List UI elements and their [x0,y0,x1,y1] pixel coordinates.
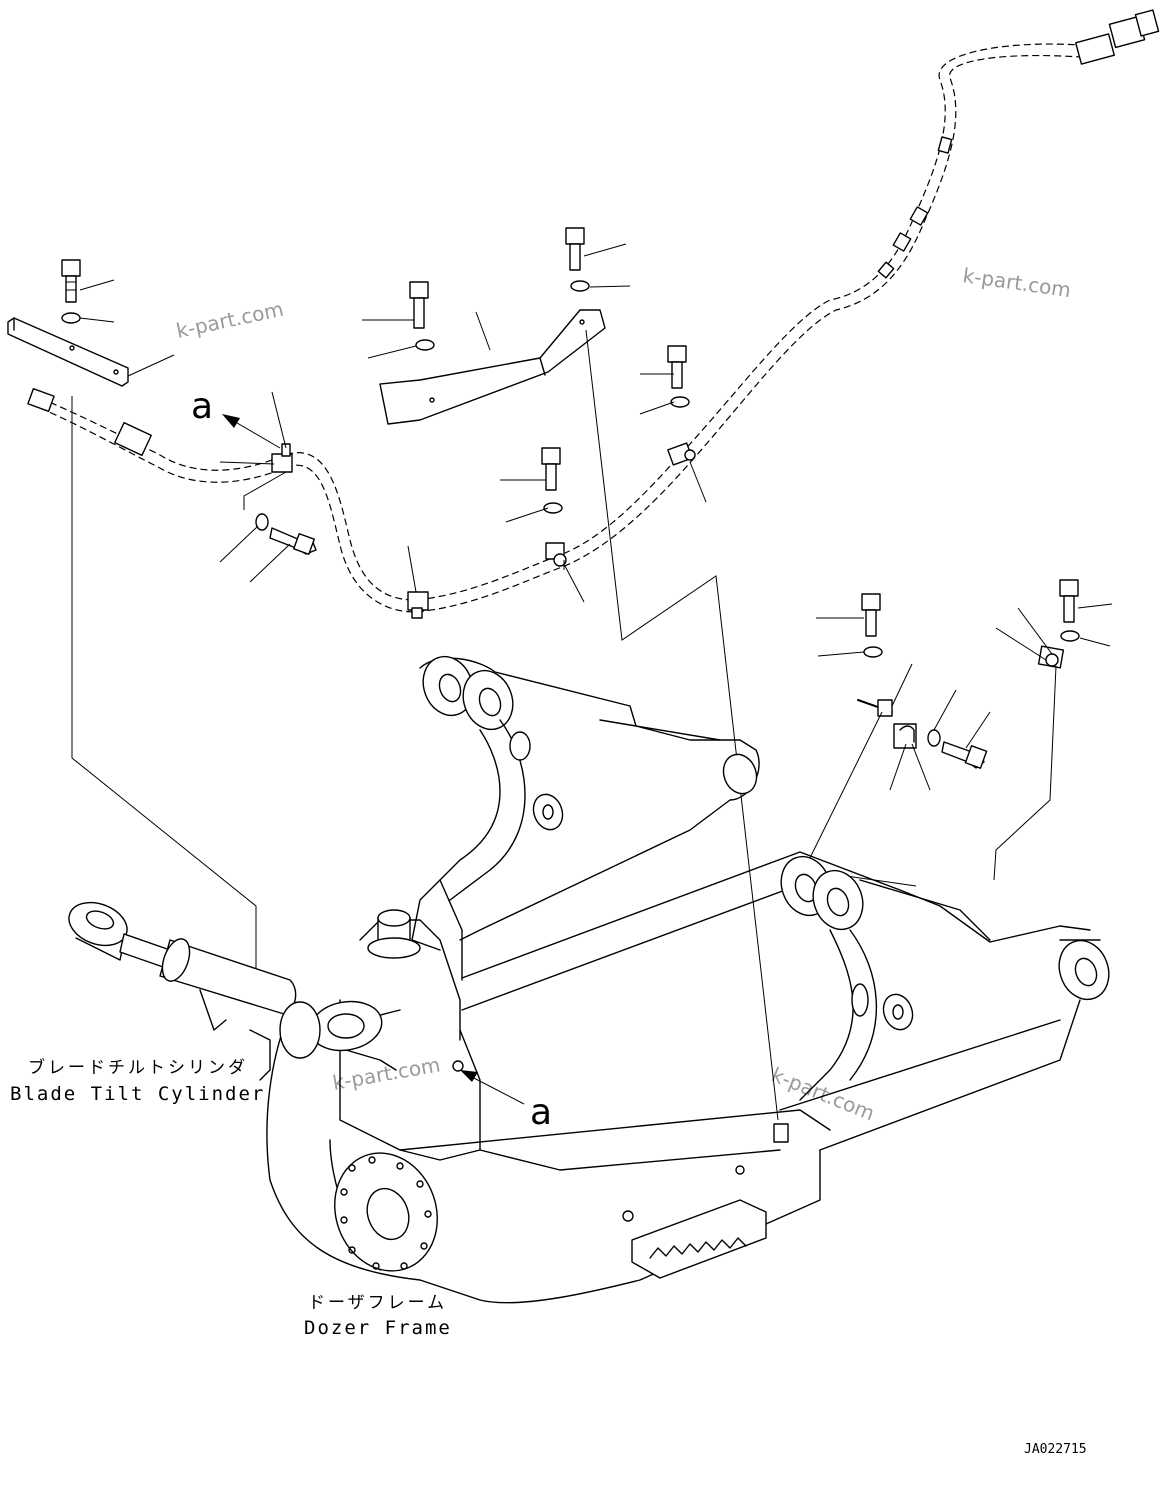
washer-center-2 [571,281,589,291]
hose-clamp-1 [272,444,292,472]
bolt-center-2 [566,228,584,270]
washer-left-top [62,313,80,323]
washer-clamp-4 [671,397,689,407]
watermark-2: k-part.com [961,263,1072,302]
drawing-code: JA022715 [1024,1442,1087,1457]
ref-a-lower-label: a [530,1092,552,1133]
bolt-right-2 [942,742,987,768]
bolt-right-1 [862,594,880,636]
dozer-frame-label-jp: ドーザフレーム [308,1293,447,1313]
washer-right-3 [1061,631,1079,641]
center-hose-bracket [380,310,605,424]
ref-a-upper-label: a [191,386,213,427]
bolt-left-top [62,260,80,302]
bolt-clamp-1 [270,528,316,554]
washer-right-2 [928,730,940,746]
hose-clamp-4 [668,443,695,465]
washer-center-1 [416,340,434,350]
blade-tilt-cylinder [63,895,320,1080]
reference-a-upper[interactable]: a [191,386,280,448]
hose-clamp-2 [408,592,428,618]
clamp-right-far [1039,646,1064,668]
hose-clamp-3 [546,543,566,566]
cable-tie [858,700,892,716]
arrowhead-icon [460,1070,478,1082]
washer-clamp-3 [544,503,562,513]
blade-tilt-cylinder-label-en: Blade Tilt Cylinder [10,1083,265,1105]
left-hose-bracket [8,318,128,386]
arrowhead-icon [222,414,240,428]
leader-lines [80,244,1112,790]
reference-a-lower[interactable]: a [460,1070,552,1133]
washer-clamp-1 [256,514,268,530]
clamp-right [894,724,916,748]
bolt-clamp-3 [542,448,560,490]
hydraulic-hose [28,10,1159,612]
watermark-3: k-part.com [331,1052,442,1095]
washer-right-1 [864,647,882,657]
bolt-right-3 [1060,580,1078,622]
watermark-1: k-part.com [174,297,286,343]
bolt-clamp-4 [668,346,686,388]
bolt-center-1 [410,282,428,328]
blade-tilt-cylinder-label-jp: ブレードチルトシリンダ [28,1057,248,1078]
watermark-4: k-part.com [768,1062,878,1125]
dozer-frame [267,650,1117,1303]
dozer-frame-label-en: Dozer Frame [304,1317,452,1339]
